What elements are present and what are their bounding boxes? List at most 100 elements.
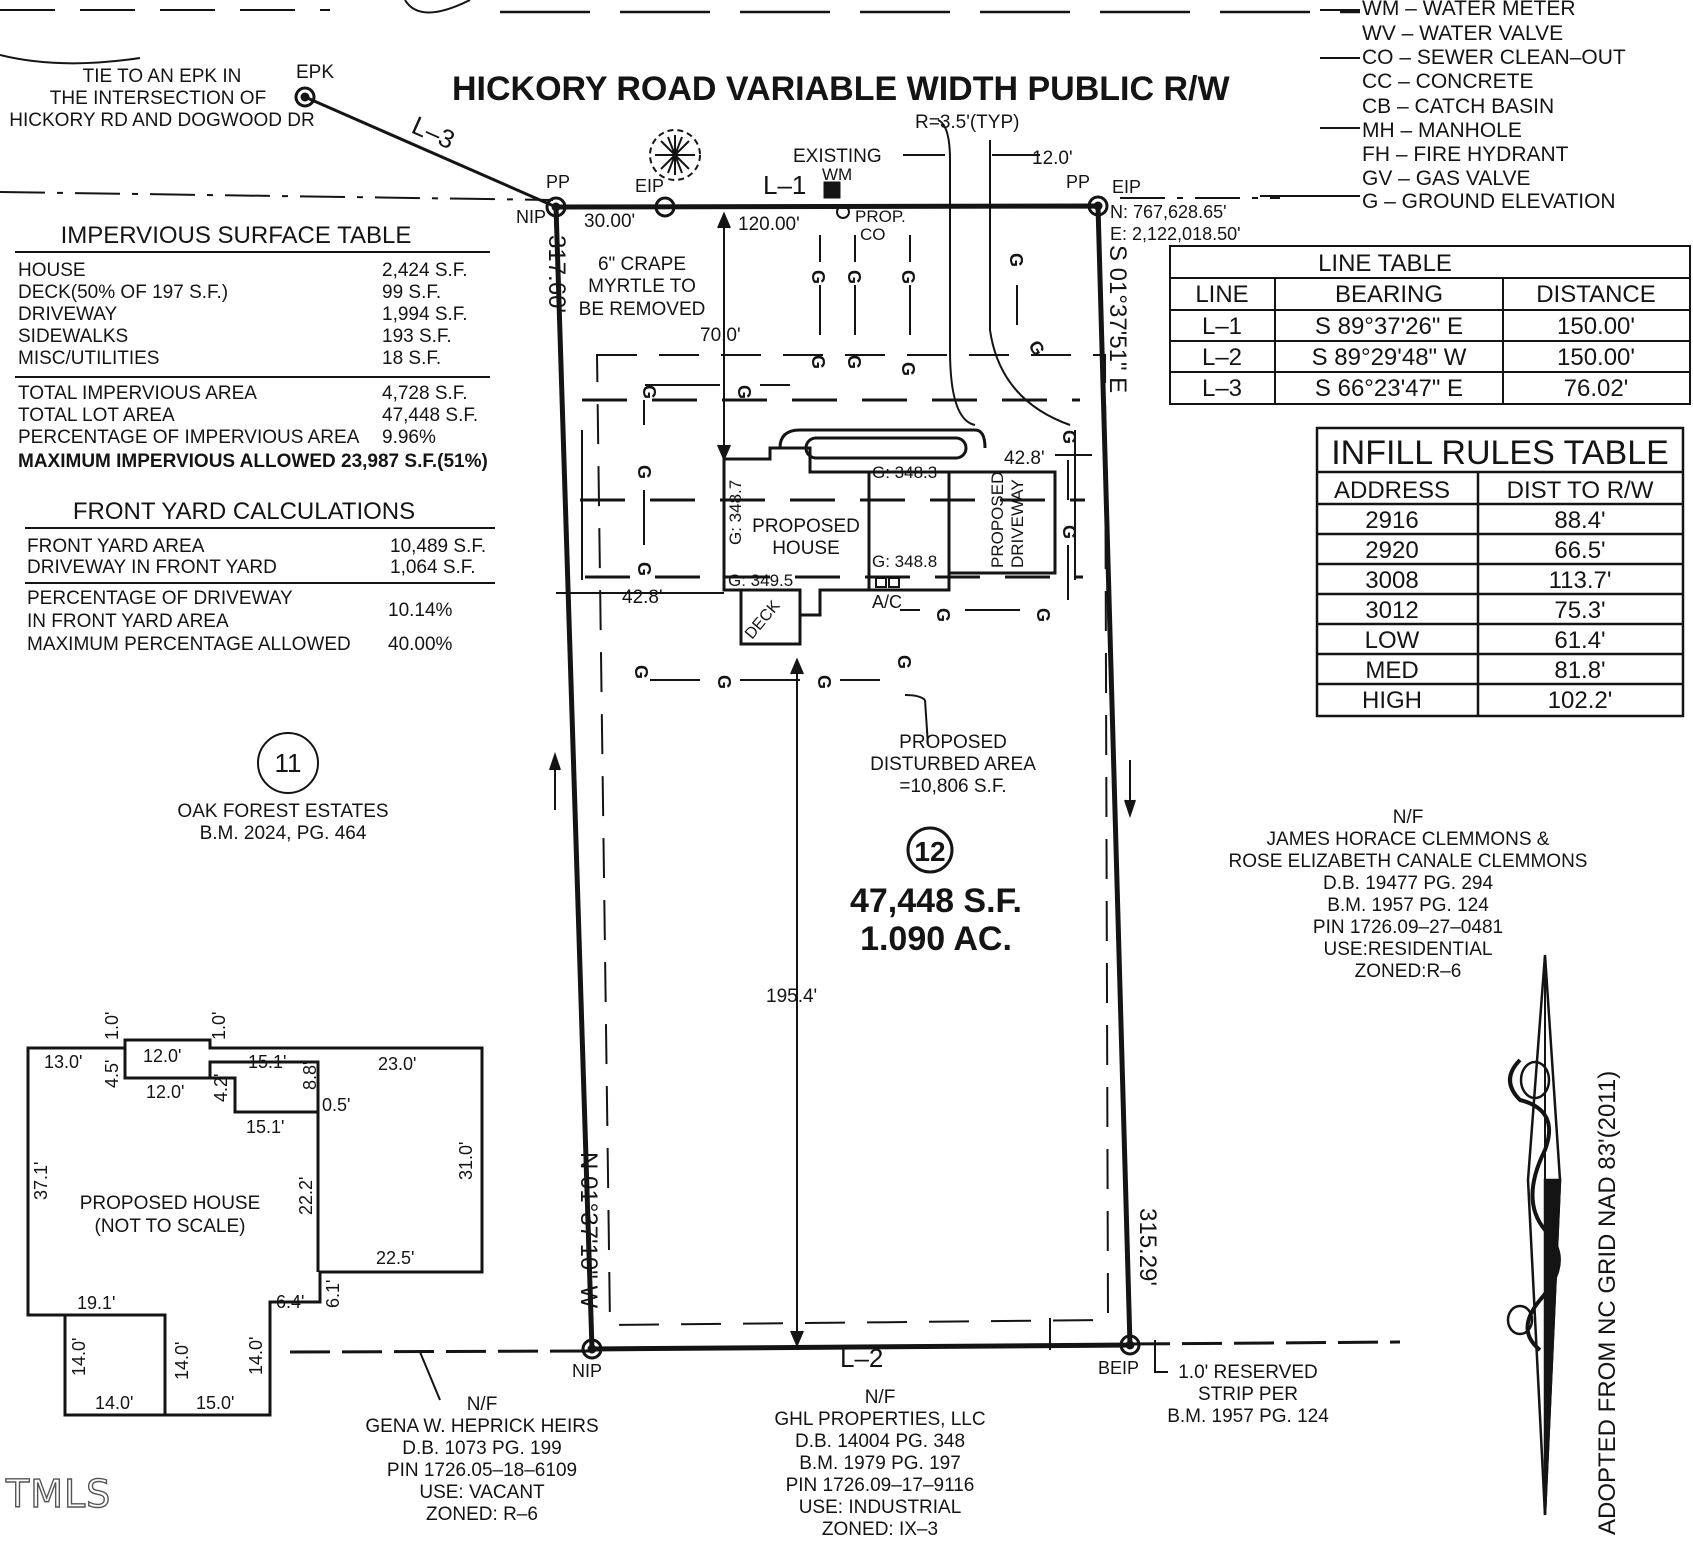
svg-text:G: G: [634, 562, 654, 576]
sketch-dim: 37.1': [31, 1162, 51, 1200]
north-arrow-icon: [1506, 954, 1562, 1516]
heprick-line: D.B. 1073 PG. 199: [402, 1438, 562, 1459]
ghl-line: B.M. 1979 PG. 197: [799, 1453, 961, 1474]
imp-row-label: DECK(50% OF 197 S.F.): [18, 282, 228, 303]
sketch-dim: 1.0': [102, 1012, 122, 1040]
svg-text:G: G: [894, 655, 914, 669]
dist-195: 195.4': [766, 986, 817, 1007]
infill-cell: MED: [1365, 657, 1418, 684]
imp-row-label: MISC/UTILITIES: [18, 348, 159, 369]
imp-row-value: 18 S.F.: [382, 348, 441, 369]
sketch-dim: 8.8': [300, 1062, 320, 1090]
dist-70: 70.0': [700, 325, 741, 346]
legend-item: WV – WATER VALVE: [1362, 22, 1563, 45]
line-table-cell: 150.00': [1557, 313, 1635, 340]
line-table-header: LINE: [1195, 281, 1248, 308]
line-table-cell: 150.00': [1557, 344, 1635, 371]
water-meter-icon: [823, 181, 841, 199]
neighbor-lot-11: 11 OAK FOREST ESTATES B.M. 2024, PG. 464: [177, 732, 389, 844]
sketch-dim: 14.0': [69, 1338, 89, 1376]
sketch-dim: 12.0': [146, 1082, 184, 1102]
line-table-header: BEARING: [1335, 281, 1443, 308]
line-table-cell: L–1: [1202, 313, 1242, 340]
ghl-line: D.B. 14004 PG. 348: [795, 1431, 965, 1452]
infill-cell: 102.2': [1548, 687, 1613, 714]
infill-cell: 2916: [1365, 507, 1418, 534]
neighbor-ghl: N/F GHL PROPERTIES, LLC D.B. 14004 PG. 3…: [774, 1387, 985, 1540]
sketch-dim: 19.1': [77, 1293, 115, 1313]
crape-2: MYRTLE TO: [588, 276, 696, 297]
disturbed-2: DISTURBED AREA: [870, 754, 1036, 775]
legend-item: CO – SEWER CLEAN–OUT: [1362, 46, 1626, 69]
infill-cell: 113.7': [1549, 567, 1612, 594]
lot-area-sf: 47,448 S.F.: [850, 882, 1022, 920]
g-349-5: G: 349.5: [728, 571, 793, 590]
dist-east: 315.29': [1134, 1208, 1161, 1286]
lot-11-number: 11: [275, 748, 302, 778]
sketch-dim: 13.0': [44, 1052, 82, 1072]
sketch-dim: 22.5': [376, 1248, 414, 1268]
existing-wm-2: WM: [822, 165, 852, 184]
svg-text:G: G: [631, 665, 651, 679]
front-yard-table: FRONT YARD CALCULATIONS FRONT YARD AREA …: [25, 498, 495, 655]
house-label-2: HOUSE: [772, 538, 840, 559]
dist-30: 30.00': [584, 211, 635, 232]
house-footprint: [722, 428, 1057, 646]
ac-label: A/C: [872, 592, 902, 612]
imp-total-value: 4,728 S.F.: [382, 383, 468, 404]
infill-cell: 75.3': [1554, 597, 1605, 624]
imp-row-value: 2,424 S.F.: [382, 260, 468, 281]
prop-co-2: CO: [860, 225, 886, 244]
reserved-1: 1.0' RESERVED: [1178, 1362, 1318, 1383]
svg-text:G: G: [1059, 525, 1079, 539]
infill-cell: LOW: [1365, 627, 1420, 654]
radius-note: R=3.5'(TYP): [915, 112, 1019, 133]
imp-total-value: 47,448 S.F.: [382, 405, 478, 426]
infill-cell: 88.4': [1554, 507, 1605, 534]
infill-header: DIST TO R/W: [1507, 477, 1654, 504]
infill-cell: 61.4': [1554, 627, 1605, 654]
ghl-line: GHL PROPERTIES, LLC: [774, 1409, 985, 1430]
clemmons-line: ROSE ELIZABETH CANALE CLEMMONS: [1229, 851, 1588, 872]
svg-text:G: G: [1033, 608, 1053, 622]
svg-text:G: G: [814, 675, 834, 689]
ghl-line: ZONED: IX–3: [822, 1519, 938, 1540]
tree-icon: [649, 129, 701, 181]
dist-42-8-right: 42.8': [1004, 448, 1045, 469]
sketch-dim: 1.0': [209, 1012, 229, 1040]
g-348-8: G: 348.8: [872, 552, 937, 571]
fy-pct-label-2: IN FRONT YARD AREA: [27, 611, 229, 632]
fy-row-value: 10,489 S.F.: [390, 536, 486, 557]
lot-boundary: [553, 203, 1133, 1352]
l3-label: L–3: [408, 110, 460, 155]
impervious-title: IMPERVIOUS SURFACE TABLE: [61, 222, 412, 249]
svg-text:G: G: [1006, 253, 1026, 267]
l1-label: L–1: [763, 170, 806, 200]
existing-wm-1: EXISTING: [793, 146, 882, 167]
line-table-cell: S 89°37'26" E: [1315, 313, 1463, 340]
dimension-lines: [419, 154, 1168, 1401]
sketch-dim: 15.1': [248, 1052, 286, 1072]
line-table-cell: 76.02': [1564, 375, 1629, 402]
sketch-dim: 6.1': [323, 1280, 343, 1308]
infill-table: INFILL RULES TABLE ADDRESS DIST TO R/W 2…: [1315, 426, 1685, 718]
fy-row-label: DRIVEWAY IN FRONT YARD: [27, 557, 277, 578]
l2-label: L–2: [840, 1343, 883, 1373]
northing: N: 767,628.65': [1110, 202, 1227, 222]
legend-item: CB – CATCH BASIN: [1362, 95, 1554, 118]
pp-left-label: PP: [546, 172, 570, 192]
tie-note-line-1: TIE TO AN EPK IN: [83, 66, 242, 87]
easting: E: 2,122,018.50': [1110, 224, 1241, 244]
sketch-dim: 22.2': [296, 1177, 316, 1215]
sketch-dim: 4.2': [211, 1074, 231, 1102]
lot-11-line: OAK FOREST ESTATES: [177, 801, 388, 822]
g-348-7: G: 348.7: [726, 480, 745, 545]
legend-item: MH – MANHOLE: [1362, 119, 1522, 142]
fy-pct-label-1: PERCENTAGE OF DRIVEWAY: [27, 588, 293, 609]
infill-cell: 81.8': [1554, 657, 1605, 684]
eip-top-label: EIP: [635, 176, 664, 196]
lot-number: 12: [914, 836, 945, 867]
fy-max-label: MAXIMUM PERCENTAGE ALLOWED: [27, 634, 351, 655]
legend-item: WM – WATER METER: [1362, 0, 1576, 20]
